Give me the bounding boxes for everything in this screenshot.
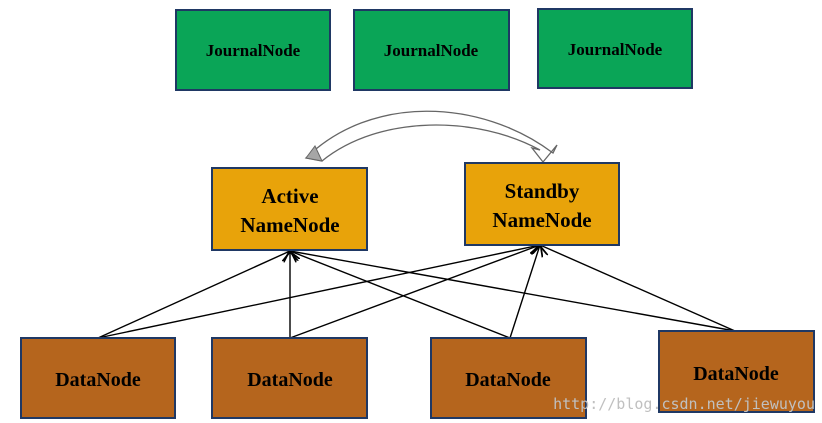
connection-line	[290, 251, 736, 332]
connection-line	[289, 245, 540, 339]
connection-line	[97, 251, 290, 339]
journal-node-label: JournalNode	[206, 41, 301, 60]
data-node-label: DataNode	[465, 369, 551, 391]
data-node-label: DataNode	[693, 363, 779, 385]
standby-namenode-line1: Standby	[505, 179, 580, 203]
standby-namenode-line2: NameNode	[492, 208, 591, 232]
journal-node-1: JournalNode	[175, 9, 331, 91]
journal-node-2: JournalNode	[353, 9, 510, 91]
standby-namenode: Standby NameNode	[464, 162, 620, 246]
connection-line	[290, 251, 511, 339]
failover-arrow	[304, 110, 558, 164]
connection-line	[540, 245, 736, 332]
data-node-label: DataNode	[247, 369, 333, 391]
data-node-3: DataNode	[430, 337, 587, 419]
data-node-label: DataNode	[55, 369, 141, 391]
data-node-2: DataNode	[211, 337, 368, 419]
data-node-4: DataNode	[658, 330, 815, 413]
journal-node-label: JournalNode	[384, 41, 479, 60]
connections	[97, 245, 736, 339]
active-namenode-line2: NameNode	[240, 213, 339, 237]
active-namenode-line1: Active	[261, 184, 318, 208]
active-namenode: Active NameNode	[211, 167, 368, 251]
connection-line	[509, 245, 540, 339]
data-node-1: DataNode	[20, 337, 176, 419]
watermark-text: http://blog.csdn.net/jiewuyou	[553, 395, 815, 413]
journal-node-label: JournalNode	[568, 40, 663, 59]
journal-node-3: JournalNode	[537, 8, 693, 89]
connection-line	[97, 245, 540, 339]
